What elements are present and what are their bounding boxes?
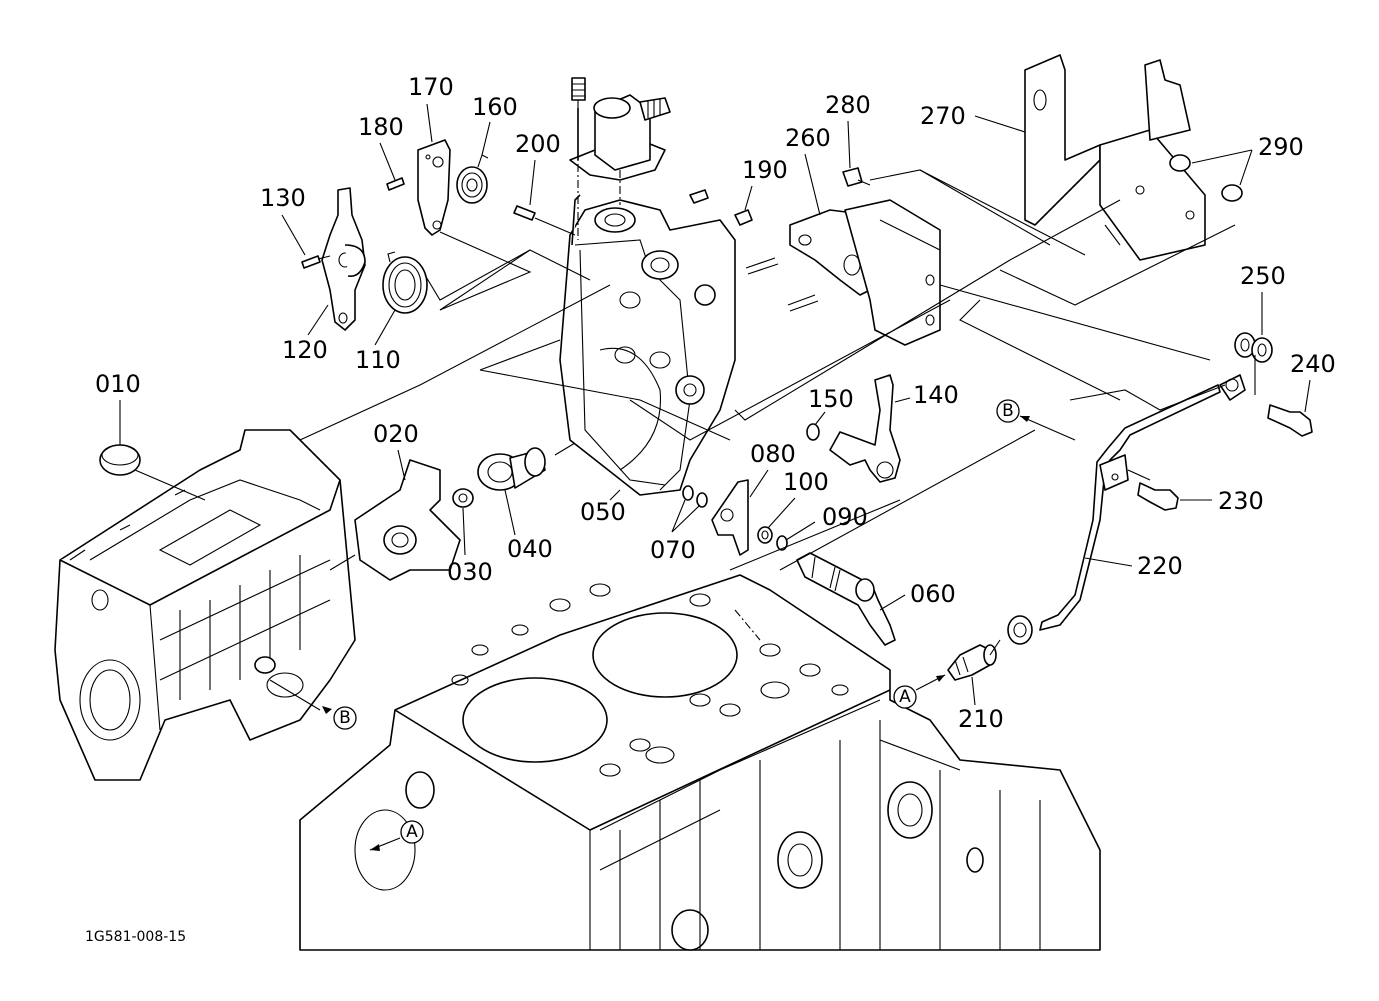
part-130-pin (301, 255, 331, 269)
ref-marker-a-right: A (893, 674, 946, 709)
callout-110: 110 (355, 346, 401, 374)
ref-a-bottom-label: A (406, 822, 418, 842)
callout-250: 250 (1240, 262, 1286, 290)
callout-120: 120 (282, 336, 328, 364)
gear-case (54, 429, 356, 781)
part-260-bracket (789, 199, 941, 346)
callout-240: 240 (1290, 350, 1336, 378)
part-220-pipe (1007, 374, 1246, 645)
callout-050: 050 (580, 498, 626, 526)
callout-220: 220 (1137, 552, 1183, 580)
part-030-washer (452, 488, 474, 508)
ref-b-left-label: B (339, 708, 351, 728)
part-060-shaft (796, 552, 896, 646)
part-110-spring (382, 249, 531, 314)
callout-280: 280 (825, 91, 871, 119)
callout-020: 020 (373, 420, 419, 448)
stop-solenoid (569, 77, 671, 246)
callout-150: 150 (808, 385, 854, 413)
part-170-plate (417, 139, 532, 311)
part-140-lever (829, 374, 901, 483)
callout-180: 180 (358, 113, 404, 141)
ref-a-right-label: A (899, 687, 911, 707)
part-270-bracket (1024, 54, 1206, 261)
callouts: 010 020 030 040 050 060 070 080 100 090 … (85, 73, 1336, 945)
callout-140: 140 (913, 381, 959, 409)
callout-260: 260 (785, 124, 831, 152)
callout-070: 070 (650, 536, 696, 564)
callout-090: 090 (822, 503, 868, 531)
part-290-nuts (1169, 154, 1243, 202)
assembly-lines (269, 169, 1256, 711)
callout-230: 230 (1218, 487, 1264, 515)
callout-040: 040 (507, 535, 553, 563)
callout-060: 060 (910, 580, 956, 608)
part-160-spring (456, 154, 489, 204)
drawing-number: 1G581-008-15 (85, 929, 186, 945)
part-080-plate (711, 479, 749, 556)
part-280-bolt (842, 167, 871, 187)
cylinder-bore-2 (592, 612, 738, 698)
ref-b-top-label: B (1002, 401, 1014, 421)
part-120-lever (321, 187, 366, 331)
callout-130: 130 (260, 184, 306, 212)
part-180-pin (386, 177, 405, 191)
callout-170: 170 (408, 73, 454, 101)
part-100-washer (757, 526, 773, 544)
callout-100: 100 (783, 468, 829, 496)
engine-block (299, 574, 1101, 951)
part-050-governor-housing (559, 199, 736, 501)
part-240-bolt (1267, 404, 1313, 437)
part-190-bolt (689, 189, 819, 312)
part-150-o-ring (806, 423, 820, 441)
callout-210: 210 (958, 705, 1004, 733)
callout-160: 160 (472, 93, 518, 121)
ref-marker-b-top: B (996, 399, 1076, 441)
callout-200: 200 (515, 130, 561, 158)
cylinder-bore-1 (462, 677, 608, 763)
part-200-pin (513, 205, 576, 236)
ref-marker-a-bottom: A (369, 820, 424, 851)
part-040-bushing (477, 439, 581, 491)
part-090-circlip (776, 535, 788, 551)
callout-080: 080 (750, 440, 796, 468)
callout-030: 030 (447, 558, 493, 586)
part-210-fitting (947, 644, 997, 681)
callout-010: 010 (95, 370, 141, 398)
ref-marker-b-left: B (322, 706, 357, 730)
part-230-bolt (1137, 482, 1179, 511)
part-020-governor-fork (354, 459, 461, 581)
part-070-o-rings (682, 485, 708, 508)
part-250-gaskets (1234, 332, 1273, 363)
callout-290: 290 (1258, 133, 1304, 161)
callout-270: 270 (920, 102, 966, 130)
callout-190: 190 (742, 156, 788, 184)
